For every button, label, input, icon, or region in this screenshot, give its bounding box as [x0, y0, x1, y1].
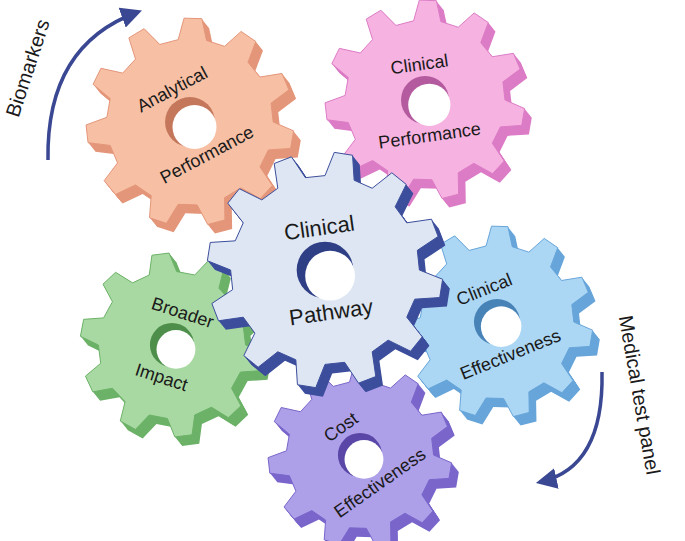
gear-depth [269, 364, 453, 541]
gear-face [268, 363, 452, 541]
arrow-label: Medical test panel [615, 314, 665, 477]
gear-label-wrap: Cost Effectiveness [268, 363, 452, 541]
gear-label: Clinical Performance [364, 22, 486, 179]
gear-face [401, 226, 593, 416]
gear-depth [87, 19, 295, 225]
gear-hole-through [305, 251, 355, 301]
arrow-label: Biomarkers [2, 17, 54, 120]
gear-label-wrap: Analytical Performance [86, 18, 294, 226]
gear-shape [207, 152, 443, 388]
gear-node: Cost Effectiveness [268, 363, 452, 541]
gear-label: Clinical Pathway [271, 180, 378, 360]
gear-depth [208, 153, 443, 388]
gear-label: Clinical Effectiveness [421, 237, 572, 407]
gear-face [207, 152, 442, 387]
gear-face [86, 18, 294, 224]
gear-label: Analytical Performance [110, 32, 270, 211]
gear-node: Clinical Pathway [207, 152, 443, 388]
gear-label: Cost Effectiveness [277, 369, 442, 541]
gear-label: Broader Impact [121, 270, 224, 419]
gear-label-wrap: Clinical Pathway [207, 152, 443, 388]
gear-node: Analytical Performance [86, 18, 294, 226]
gear-depth [402, 227, 594, 417]
